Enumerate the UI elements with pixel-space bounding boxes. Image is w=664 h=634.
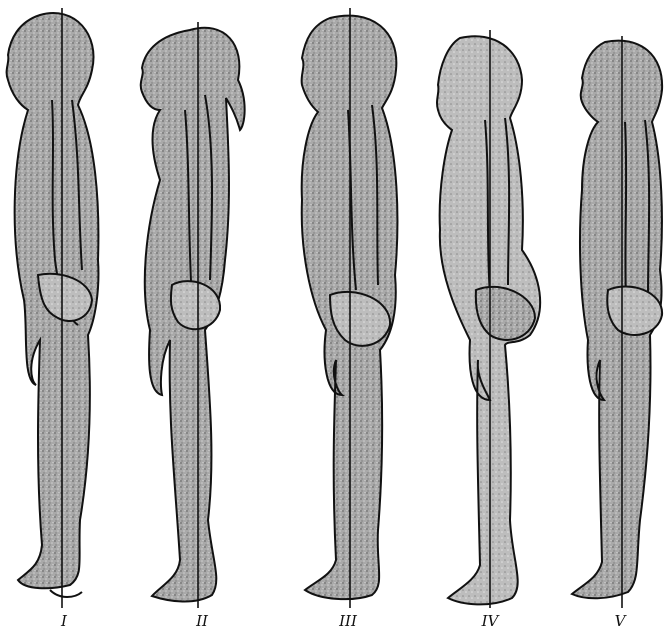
figure-2-silhouette (141, 28, 245, 602)
figure-label-4: IV (470, 612, 510, 630)
figure-4-silhouette (437, 36, 540, 604)
figure-label-3: III (328, 612, 368, 630)
figure-label-2: II (182, 612, 222, 630)
figure-1-silhouette (7, 13, 99, 597)
figure-5-silhouette (572, 41, 662, 599)
figure-label-1: I (44, 612, 84, 630)
figure-label-5: V (600, 612, 640, 630)
